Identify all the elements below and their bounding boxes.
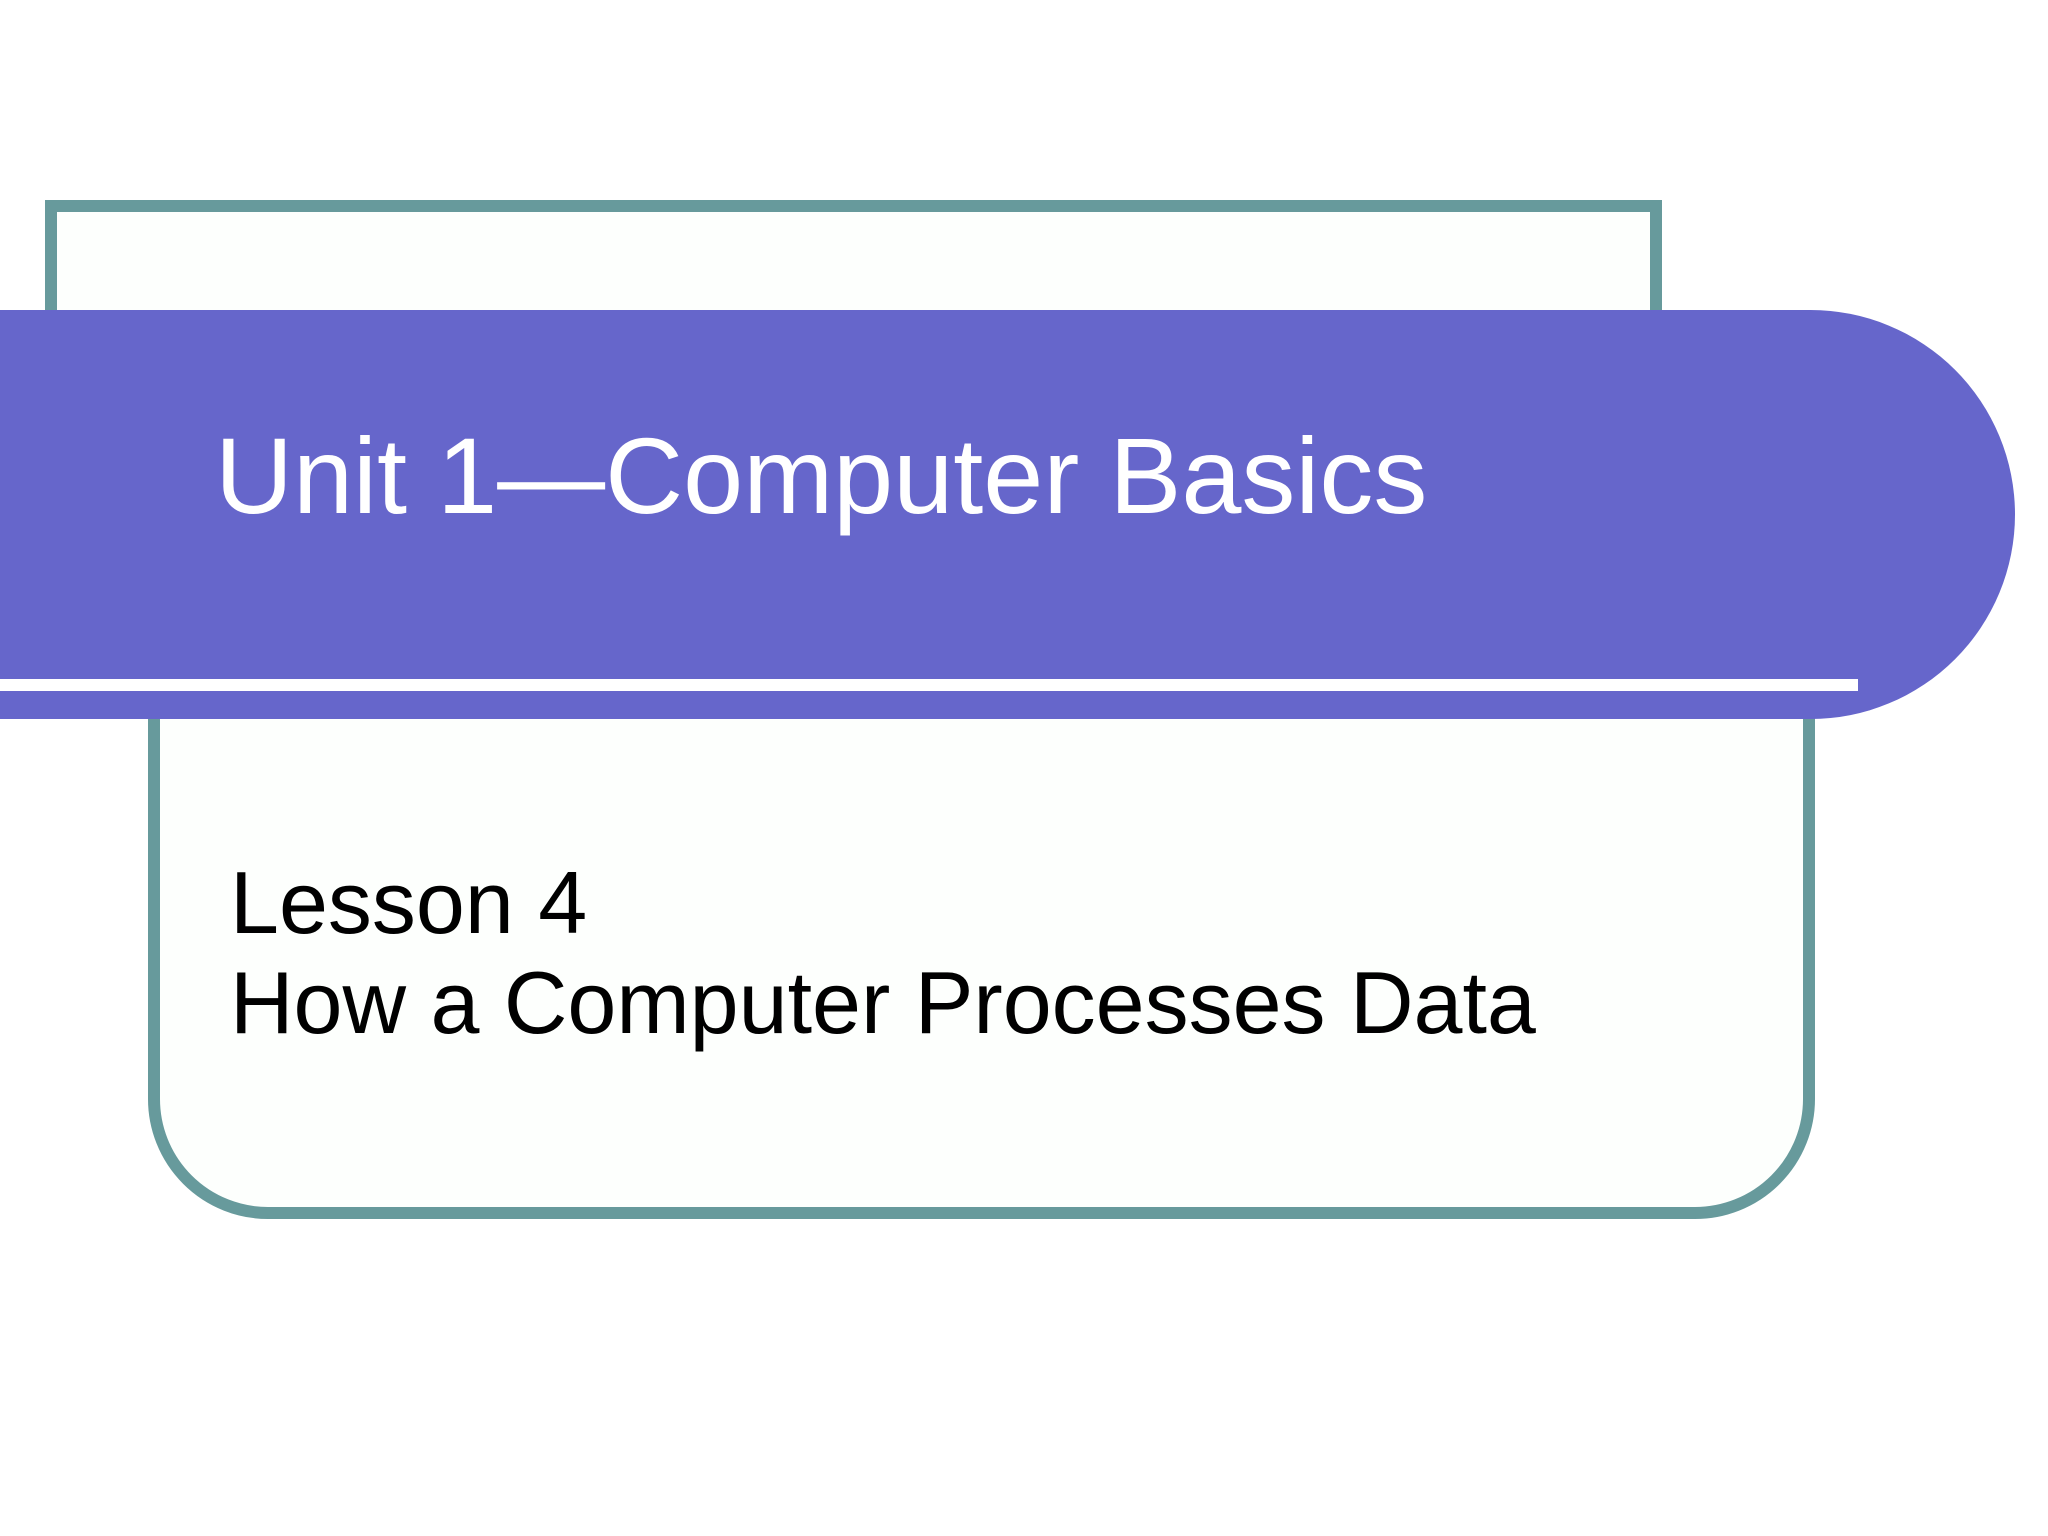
slide-subtitle: Lesson 4 How a Computer Processes Data [230, 853, 1536, 1053]
subtitle-line-1: Lesson 4 [230, 853, 588, 952]
slide-title: Unit 1—Computer Basics [215, 415, 1428, 536]
subtitle-line-2: How a Computer Processes Data [230, 953, 1536, 1052]
title-banner [0, 310, 2015, 719]
banner-accent-line [0, 679, 1858, 691]
